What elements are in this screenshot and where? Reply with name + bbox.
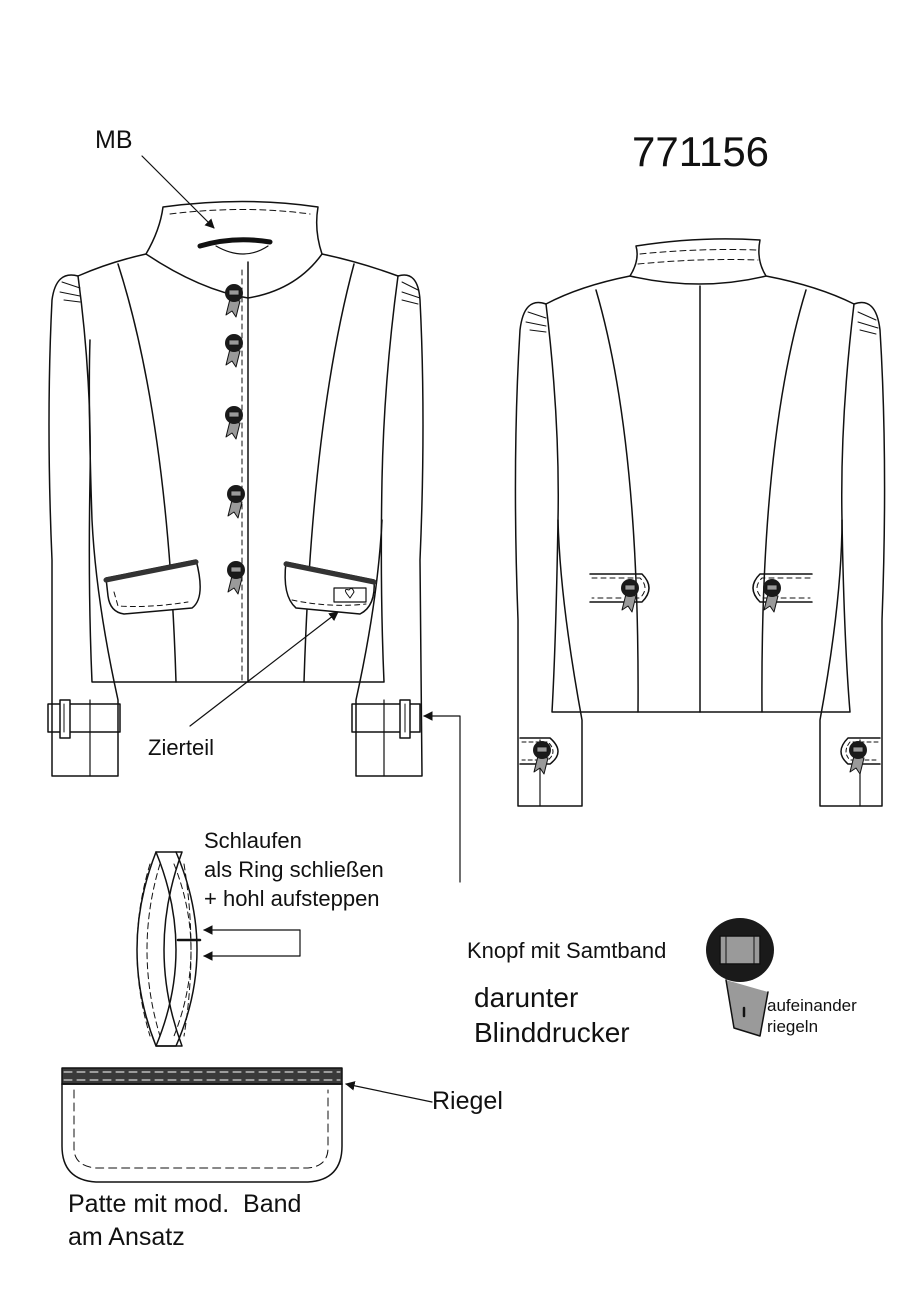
label-darunter: darunter Blinddrucker [474, 980, 630, 1050]
belt-loop-detail [137, 852, 200, 1046]
flap-detail [62, 1068, 342, 1182]
label-patte-line-2: am Ansatz [68, 1223, 185, 1251]
heart-icon [345, 588, 354, 598]
label-mb: MB [95, 126, 133, 154]
arrow-head-icon [423, 711, 460, 882]
label-schlaufen-line-3: + hohl aufsteppen [204, 886, 380, 911]
arrow-head-icon [190, 612, 339, 726]
label-patte: Patte mit mod. Band am Ansatz [68, 1188, 301, 1254]
arrow-head-icon [345, 1081, 432, 1102]
arrow-head-icon [142, 156, 215, 229]
label-schlaufen-line-2: als Ring schließen [204, 857, 384, 882]
style-number: 771156 [632, 128, 770, 175]
jacket-front [48, 202, 423, 777]
label-zierteil: Zierteil [148, 735, 215, 760]
label-aufeinander-line-2: riegeln [767, 1017, 819, 1036]
label-aufeinander: aufeinander riegeln [767, 995, 857, 1037]
label-schlaufen-line-1: Schlaufen [204, 828, 302, 853]
label-riegel: Riegel [432, 1087, 503, 1115]
front-buttons [224, 283, 246, 595]
label-darunter-line-2: Blinddrucker [474, 1017, 630, 1048]
label-darunter-line-1: darunter [474, 982, 579, 1013]
label-schlaufen: Schlaufen als Ring schließen + hohl aufs… [204, 826, 384, 913]
label-patte-line-1: Patte mit mod. Band [68, 1190, 302, 1218]
label-knopf: Knopf mit Samtband [467, 938, 667, 963]
jacket-back [515, 239, 884, 806]
velvet-ribbon-button-icon [706, 918, 774, 1036]
label-aufeinander-line-1: aufeinander [767, 996, 857, 1015]
